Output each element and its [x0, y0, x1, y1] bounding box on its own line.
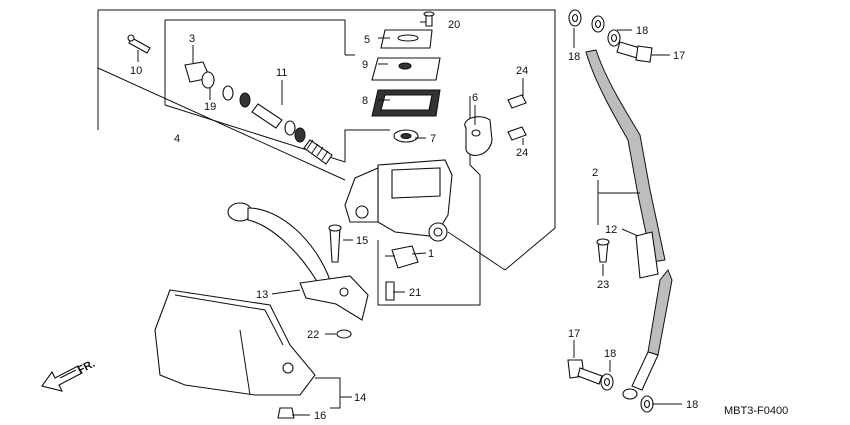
- callout-3: 3: [189, 33, 195, 45]
- callout-4: 4: [174, 133, 180, 145]
- banjo-bolt-bottom: [567, 359, 603, 385]
- pivot-bolt-lever: [328, 224, 342, 263]
- sealing-washer-top-2: [591, 15, 605, 33]
- callout-1: 1: [428, 248, 434, 260]
- switch-screw: [385, 281, 395, 301]
- cap-screw: [423, 11, 435, 27]
- clamp-bolts: [507, 94, 527, 141]
- callout-23: 23: [597, 279, 609, 291]
- direction-label: FR.: [76, 358, 97, 377]
- brake-lever: [227, 202, 369, 321]
- guard-rubber: [336, 329, 352, 339]
- sealing-washer-top-1: [568, 9, 582, 27]
- callouts: 1 2 3 4 5 6 7 8 9 10 11 12 13 14 15 16 1…: [130, 19, 698, 422]
- pivot-bolt-small: [127, 34, 151, 54]
- reservoir-cap: [380, 29, 433, 49]
- master-cylinder-body: [344, 159, 506, 271]
- guard-nut: [277, 407, 295, 419]
- holder-clamp: [464, 116, 493, 156]
- callout-24-lower: 24: [516, 147, 528, 159]
- reservoir-plate: [371, 57, 441, 81]
- callout-13: 13: [256, 289, 268, 301]
- callout-16: 16: [314, 410, 326, 422]
- brake-hose: [585, 49, 673, 400]
- callout-6: 6: [472, 92, 478, 104]
- sealing-washer-bottom-1: [600, 373, 614, 391]
- callout-18-bottom-right: 18: [686, 399, 698, 411]
- callout-18-top-right: 18: [636, 25, 648, 37]
- callout-10: 10: [130, 65, 142, 77]
- callout-20: 20: [448, 19, 460, 31]
- callout-17-bottom: 17: [568, 328, 580, 340]
- bracket-bolt: [596, 238, 610, 263]
- banjo-bolt-top: [616, 41, 653, 63]
- callout-18-bottom-middle: 18: [604, 348, 616, 360]
- callout-17-top: 17: [673, 50, 685, 62]
- float-plate: [393, 129, 419, 143]
- callout-24-upper: 24: [516, 65, 528, 77]
- callout-9: 9: [362, 59, 368, 71]
- callout-8: 8: [362, 95, 368, 107]
- callout-12: 12: [605, 224, 617, 236]
- diagram-code: MBT3-F0400: [724, 405, 788, 417]
- callout-5: 5: [364, 34, 370, 46]
- stop-switch: [385, 245, 419, 269]
- callout-22: 22: [307, 329, 319, 341]
- piston-set: [184, 61, 333, 165]
- callout-11: 11: [276, 67, 287, 79]
- callout-19: 19: [204, 101, 216, 113]
- callout-14: 14: [354, 392, 366, 404]
- leader-lines: [137, 21, 682, 416]
- front-direction-arrow: FR.: [41, 358, 97, 392]
- knuckle-guard: [154, 289, 316, 396]
- callout-18-top-left: 18: [568, 51, 580, 63]
- callout-21: 21: [409, 287, 421, 299]
- sealing-washer-bottom-2: [640, 395, 654, 413]
- callout-7: 7: [430, 133, 436, 145]
- sealing-washer-top-3: [607, 29, 621, 47]
- callout-2: 2: [592, 167, 598, 179]
- callout-15: 15: [356, 235, 368, 247]
- reservoir-diaphragm: [371, 89, 441, 117]
- hose-bracket: [635, 231, 659, 279]
